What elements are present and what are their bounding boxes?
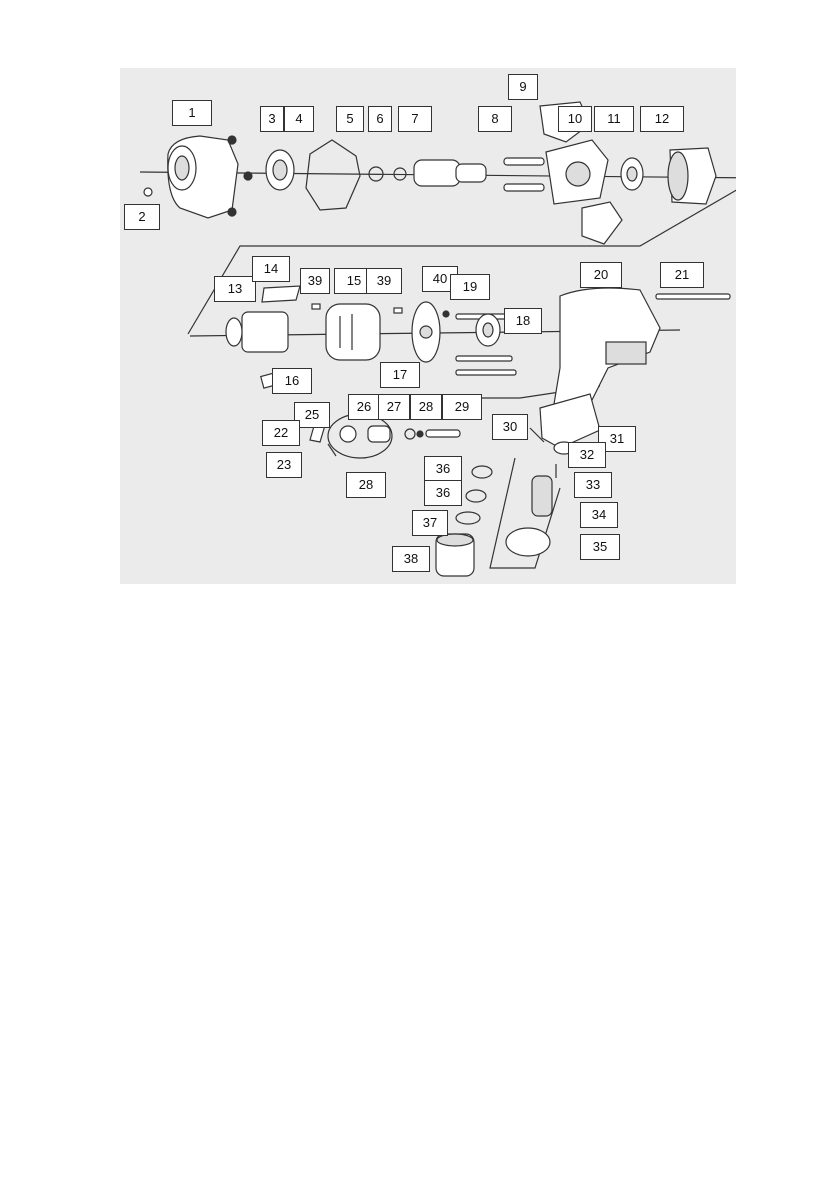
part-label: 3 [260, 106, 284, 132]
screw [244, 172, 252, 180]
part-11-bearing [621, 158, 643, 190]
part-label: 8 [478, 106, 512, 132]
part-label: 14 [252, 256, 290, 282]
part-35-cover [506, 528, 550, 556]
part-label: 29 [442, 394, 482, 420]
part-hammer-lower [582, 202, 622, 244]
part-15-cylinder [326, 304, 380, 360]
part-label: 33 [574, 472, 612, 498]
part-17-end-plate [412, 302, 440, 362]
part-label: 5 [336, 106, 364, 132]
part-label: 19 [450, 274, 490, 300]
part-label: 22 [262, 420, 300, 446]
part-14-vane [262, 286, 300, 302]
part-37-oring [456, 512, 480, 524]
part-1-front-housing [168, 136, 238, 218]
part-12-motor-housing [668, 148, 716, 204]
part-label: 1 [172, 100, 212, 126]
part-label: 18 [504, 308, 542, 334]
part-39-pin [312, 304, 320, 309]
part-label: 27 [378, 394, 410, 420]
part-36-oring [472, 466, 492, 478]
part-bolt [456, 370, 516, 375]
part-label: 20 [580, 262, 622, 288]
part-label: 37 [412, 510, 448, 536]
part-39-pin [394, 308, 402, 313]
part-label: 28 [346, 472, 386, 498]
part-label: 39 [366, 268, 402, 294]
part-label: 16 [272, 368, 312, 394]
screw [228, 208, 236, 216]
part-label: 38 [392, 546, 430, 572]
part-label: 39 [300, 268, 330, 294]
part-label: 34 [580, 502, 618, 528]
part-8-pin [504, 158, 544, 165]
part-label: 2 [124, 204, 160, 230]
part-20-housing [540, 288, 660, 448]
screw [228, 136, 236, 144]
part-bolt [456, 356, 512, 361]
part-2-screw [144, 188, 152, 196]
part-label: 12 [640, 106, 684, 132]
part-label: 6 [368, 106, 392, 132]
part-27-oring [405, 429, 415, 439]
part-label: 13 [214, 276, 256, 302]
part-label: 26 [348, 394, 380, 420]
part-34-spring [532, 476, 552, 516]
part-label: 35 [580, 534, 620, 560]
part-label: 23 [266, 452, 302, 478]
part-13-rotor [226, 312, 288, 352]
part-10-hammer-cage [546, 140, 608, 204]
part-label: 9 [508, 74, 538, 100]
part-28-reverse-valve [328, 414, 392, 458]
part-8-pin [504, 184, 544, 191]
part-label: 32 [568, 442, 606, 468]
part-40-ball [443, 311, 449, 317]
part-label: 28 [410, 394, 442, 420]
part-4-gasket [306, 140, 360, 210]
part-label: 11 [594, 106, 634, 132]
part-label: 4 [284, 106, 314, 132]
part-29-valve-stem [426, 430, 460, 437]
part-label: 36 [424, 480, 462, 506]
part-3-bushing [266, 150, 294, 190]
part-label: 7 [398, 106, 432, 132]
part-label: 36 [424, 456, 462, 482]
part-21-bolt [656, 294, 730, 299]
connector-lines [188, 174, 736, 334]
part-label: 30 [492, 414, 528, 440]
part-38-air-inlet [436, 534, 474, 576]
part-label: 21 [660, 262, 704, 288]
part-36-oring [466, 490, 486, 502]
part-label: 17 [380, 362, 420, 388]
part-7-anvil [414, 160, 486, 186]
part-28-ball [417, 431, 423, 437]
parts-drawing [120, 68, 736, 584]
part-label: 10 [558, 106, 592, 132]
part-18-bearing [476, 314, 500, 346]
